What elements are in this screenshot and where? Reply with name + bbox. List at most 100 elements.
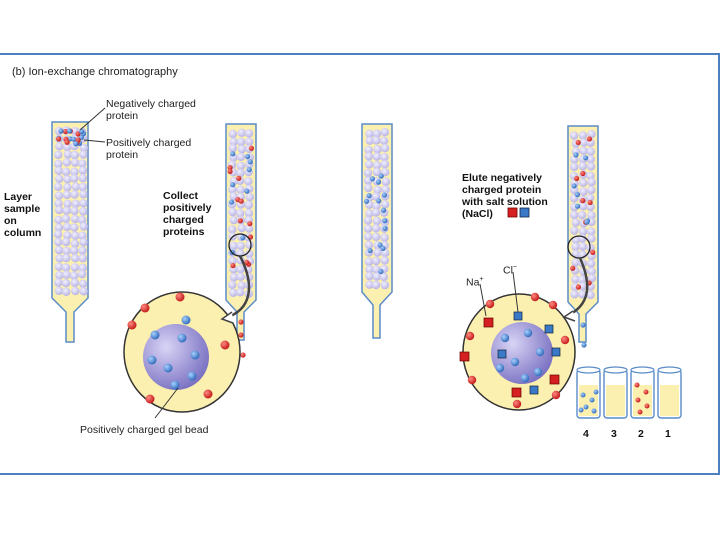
gel-bead-small	[79, 199, 88, 208]
negative-protein	[574, 191, 581, 198]
gel-bead-small	[365, 271, 374, 281]
gel-bead-small	[229, 216, 239, 225]
gel-bead-small	[379, 136, 389, 145]
gel-bead-small	[373, 185, 382, 195]
gel-bead-small	[364, 240, 374, 250]
gel-bead-small	[380, 233, 389, 242]
gel-bead-small	[62, 253, 71, 263]
positive-protein	[530, 292, 540, 302]
gel-bead-small	[79, 150, 88, 159]
negative-protein	[578, 407, 584, 413]
cl-ion	[513, 311, 523, 321]
gel-bead-small	[63, 231, 72, 240]
gel-bead-small	[54, 245, 64, 255]
negative-protein	[583, 155, 589, 161]
gel-bead-small	[236, 152, 246, 162]
cl-ion	[551, 347, 561, 357]
positive-protein	[635, 397, 641, 403]
gel-bead-small	[54, 237, 63, 247]
gel-bead-small	[228, 256, 237, 265]
gel-bead-small	[363, 224, 373, 233]
gel-bead-small	[364, 160, 374, 169]
gel-bead-small	[372, 272, 381, 281]
gel-bead-small	[78, 246, 87, 255]
gel-bead-small	[236, 185, 245, 195]
gel-bead-small	[571, 242, 580, 251]
gel-bead-small	[579, 187, 588, 196]
positive-protein	[644, 403, 650, 409]
positive-protein	[56, 136, 62, 142]
gel-bead-small	[364, 183, 373, 193]
gel-bead-small	[577, 275, 587, 284]
zoom-arrow-left	[224, 255, 251, 320]
gel-bead-small	[371, 208, 381, 217]
gel-bead-small	[62, 270, 71, 279]
gel-bead-small	[78, 159, 87, 168]
gel-bead-small	[78, 173, 88, 183]
gel-bead-small	[62, 158, 72, 167]
gel-bead-small	[71, 253, 80, 263]
gel-bead-small	[380, 159, 390, 169]
gel-bead-small	[571, 258, 580, 267]
gel-bead-small	[244, 208, 254, 218]
gel-bead-small	[381, 185, 390, 194]
gel-bead-small	[63, 150, 73, 159]
gel-bead-small	[245, 192, 254, 202]
gel-bead-small	[228, 225, 237, 234]
collect-label-2: positively	[163, 202, 212, 214]
leader-na	[479, 283, 487, 317]
positive-protein	[75, 131, 81, 137]
gel-bead-small	[70, 174, 79, 183]
gel-bead-small	[54, 199, 63, 208]
cl-ion	[529, 385, 539, 395]
positive-protein-label-1: Positively charged	[106, 137, 192, 149]
negative-protein	[246, 167, 252, 173]
magnified-proteins	[127, 292, 570, 409]
elute-label-1: Elute negatively	[462, 172, 542, 184]
gel-bead-small	[62, 206, 71, 215]
gel-bead-small	[373, 145, 382, 154]
magnify-marker-right	[567, 235, 591, 259]
negative-protein	[240, 235, 246, 241]
negative-protein	[591, 408, 597, 414]
leader-positive	[83, 139, 106, 143]
tube-rim	[657, 366, 682, 374]
positive-protein	[485, 299, 495, 309]
layer-label-2: sample	[4, 203, 41, 215]
gel-bead-small	[236, 264, 245, 274]
negative-protein	[170, 380, 180, 390]
gel-bead-small	[71, 199, 81, 208]
tube-label-2: 2	[638, 428, 644, 440]
gel-bead-small	[70, 239, 80, 248]
gel-bead-small	[70, 263, 80, 272]
gel-bead-small	[228, 129, 238, 139]
gel-bead-small	[78, 279, 88, 289]
gel-bead-small	[244, 129, 254, 138]
negative-protein	[163, 363, 173, 373]
positive-protein	[590, 249, 596, 256]
gel-bead-small	[569, 162, 579, 172]
gel-bead-small	[587, 129, 596, 139]
gel-bead-small	[54, 215, 63, 225]
slide-frame	[0, 55, 720, 473]
gel-bead-small	[63, 175, 72, 184]
negative-protein	[382, 218, 388, 224]
na-ion	[511, 387, 522, 398]
gel-bead-small	[363, 216, 373, 225]
positive-protein	[248, 145, 254, 151]
gel-bead-small	[587, 267, 596, 276]
positive-protein	[467, 375, 477, 385]
gel-bead-small	[62, 190, 72, 200]
gel-bead-small	[235, 288, 245, 297]
positive-protein	[220, 340, 230, 350]
gel-bead-small	[228, 207, 237, 217]
gel-bead-small	[62, 222, 72, 232]
gel-bead-small	[578, 227, 588, 236]
gel-bead-small	[365, 280, 374, 289]
gel-bead-small	[365, 209, 374, 218]
gel-bead-small	[586, 155, 595, 164]
positive-protein	[560, 335, 570, 345]
gel-bead-small	[578, 131, 588, 140]
tube-rim	[603, 366, 628, 374]
